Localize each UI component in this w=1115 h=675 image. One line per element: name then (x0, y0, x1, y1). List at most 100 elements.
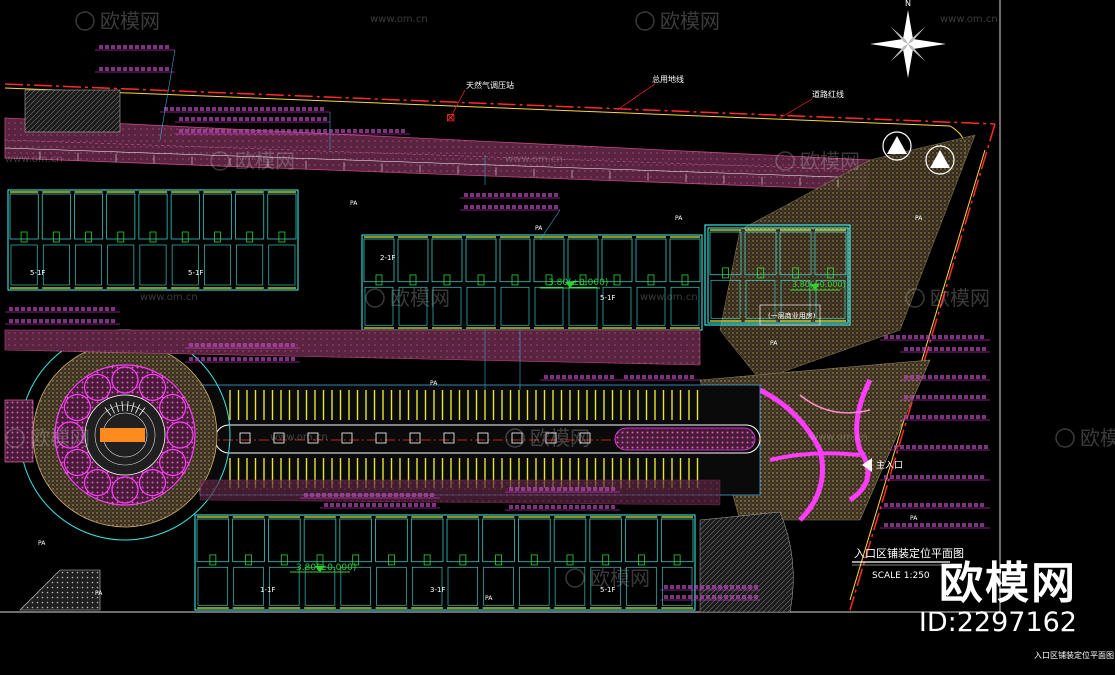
note-glyph (910, 415, 914, 419)
note-glyph (27, 319, 31, 323)
unit-room (340, 566, 371, 606)
note-glyph (219, 357, 223, 361)
note-glyph (323, 117, 327, 121)
note-glyph (684, 375, 688, 379)
note-glyph (293, 129, 297, 133)
note-glyph (316, 493, 320, 497)
note-glyph (970, 395, 974, 399)
note-glyph (978, 445, 982, 449)
unit-room (499, 238, 531, 283)
note-glyph (952, 395, 956, 399)
note-glyph (884, 475, 888, 479)
note-glyph (191, 117, 195, 121)
note-glyph (660, 375, 664, 379)
note-glyph (236, 107, 240, 111)
unit-room (202, 193, 232, 240)
note-glyph (536, 205, 540, 209)
unit-room (364, 286, 394, 326)
unit-room (268, 518, 301, 563)
watermark-site-tile: www.om.cn (505, 154, 563, 165)
note-glyph (360, 503, 364, 507)
note-glyph (509, 505, 513, 509)
note-glyph (976, 347, 980, 351)
note-glyph (476, 205, 480, 209)
note-glyph (237, 357, 241, 361)
note-glyph (518, 193, 522, 197)
pa-tag: PA (675, 215, 683, 222)
unit-room (376, 566, 407, 606)
note-glyph (33, 307, 37, 311)
note-glyph (99, 319, 103, 323)
stair-core (827, 267, 834, 279)
stair-core (388, 554, 395, 566)
note-glyph (147, 67, 151, 71)
note-glyph (249, 343, 253, 347)
clubhouse-note: (一层商业用房) (768, 311, 816, 320)
note-glyph (938, 503, 942, 507)
note-glyph (342, 503, 346, 507)
drawing-frame (0, 0, 1001, 613)
note-glyph (293, 117, 297, 121)
unit-room (482, 518, 515, 563)
note-glyph (260, 107, 264, 111)
note-glyph (914, 335, 918, 339)
note-glyph (366, 503, 370, 507)
note-glyph (884, 503, 888, 507)
note-glyph (278, 107, 282, 111)
note-glyph (426, 503, 430, 507)
plaza-petal (83, 469, 112, 497)
note-glyph (263, 129, 267, 133)
note-glyph (593, 505, 597, 509)
note-glyph (946, 347, 950, 351)
note-glyph (285, 357, 289, 361)
note-glyph (678, 375, 682, 379)
note-glyph (412, 493, 416, 497)
stair-core (477, 274, 485, 286)
block-tag: 5-1F (188, 269, 203, 277)
unit-room (269, 566, 300, 606)
note-glyph (611, 487, 615, 491)
note-glyph (712, 585, 716, 589)
west-edge (4, 399, 101, 611)
note-glyph (968, 523, 972, 527)
note-glyph (245, 129, 249, 133)
note-glyph (51, 319, 55, 323)
note-glyph (910, 347, 914, 351)
stair-core (149, 231, 157, 243)
note-glyph (200, 107, 204, 111)
note-glyph (922, 395, 926, 399)
note-glyph (536, 193, 540, 197)
note-glyph (742, 585, 746, 589)
note-glyph (261, 357, 265, 361)
unit-room (267, 193, 297, 240)
note-glyph (642, 375, 646, 379)
note-glyph (946, 415, 950, 419)
note-glyph (213, 357, 217, 361)
note-glyph (159, 45, 163, 49)
watermark-site-tile: www.om.cn (940, 14, 998, 25)
note-glyph (916, 395, 920, 399)
note-glyph (890, 503, 894, 507)
block-tag: 1-1F (260, 586, 275, 594)
unit-room (197, 566, 229, 606)
note-glyph (430, 493, 434, 497)
note-glyph (902, 523, 906, 527)
planter-box (273, 432, 285, 444)
note-glyph (908, 503, 912, 507)
note-glyph (926, 523, 930, 527)
note-glyph (225, 357, 229, 361)
block-tag: 5-1F (600, 586, 615, 594)
note-glyph (251, 129, 255, 133)
note-glyph (117, 67, 121, 71)
unit-room (710, 279, 741, 319)
plaza-petal (111, 476, 139, 504)
note-glyph (15, 307, 19, 311)
note-glyph (414, 503, 418, 507)
note-glyph (934, 375, 938, 379)
planter-box (341, 432, 353, 444)
note-glyph (890, 523, 894, 527)
note-glyph (231, 357, 235, 361)
note-glyph (593, 487, 597, 491)
note-glyph (530, 193, 534, 197)
